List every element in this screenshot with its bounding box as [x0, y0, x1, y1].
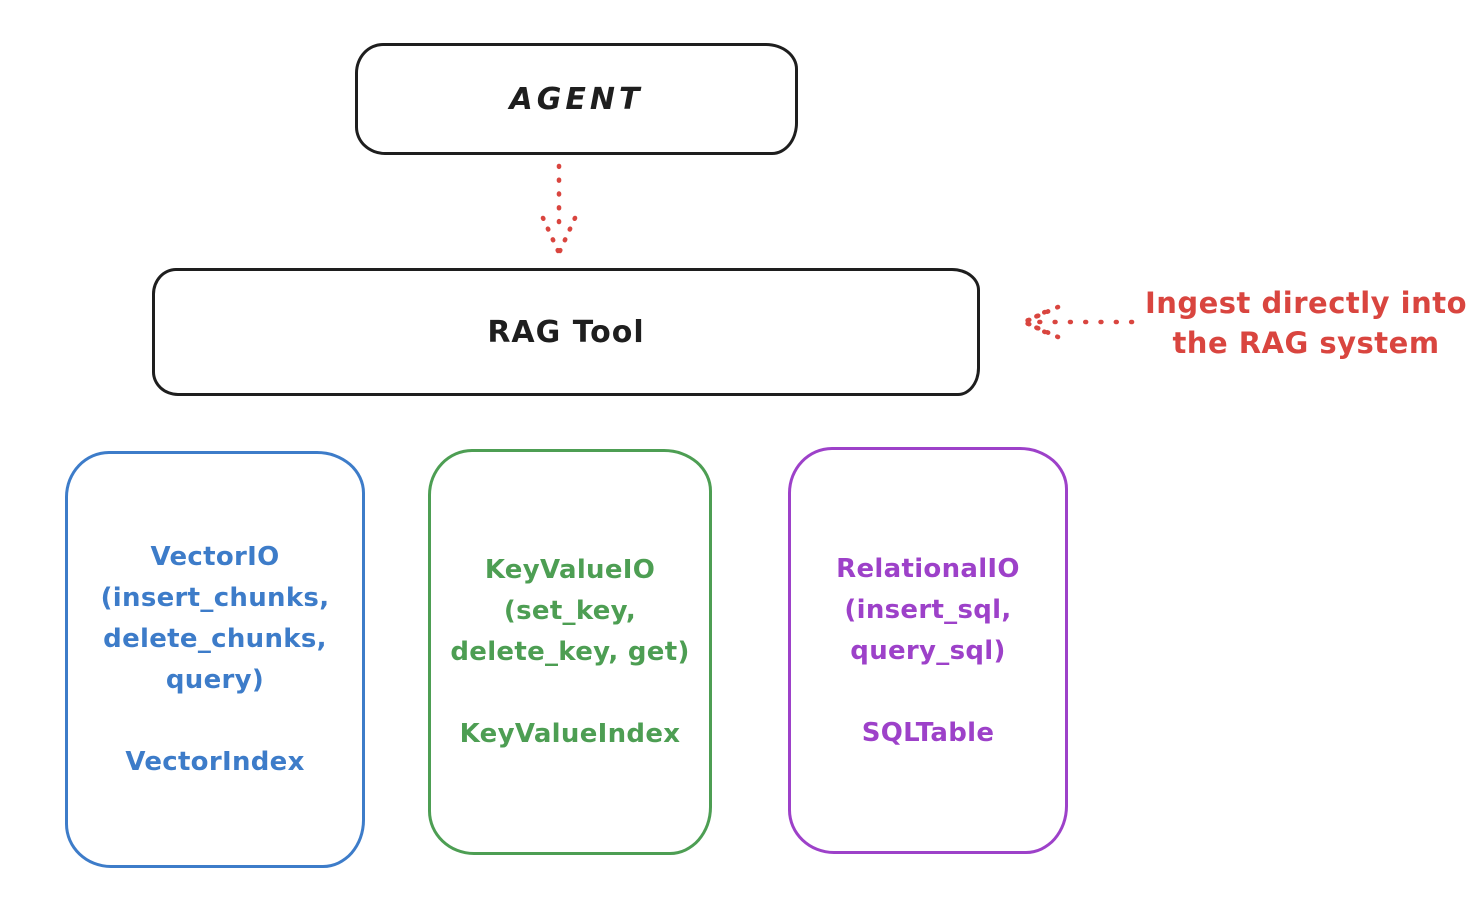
ingest-annotation-line2: the RAG system	[1172, 326, 1440, 360]
store-line: (set_key,	[503, 596, 637, 626]
store-line: (insert_sql,	[844, 594, 1012, 625]
relational-io-box: RelationalIO (insert_sql, query_sql) SQL…	[788, 447, 1068, 854]
store-line: SQLTable	[861, 717, 995, 748]
store-line: RelationalIO	[836, 553, 1020, 584]
store-line: delete_key, get)	[450, 637, 690, 667]
ingest-annotation-line1: Ingest directly into	[1144, 286, 1468, 320]
store-line: delete_chunks,	[103, 624, 327, 654]
store-line: KeyValueIO	[484, 555, 656, 585]
store-line: KeyValueIndex	[459, 719, 681, 749]
rag-tool-node: RAG Tool	[152, 268, 980, 396]
vector-io-box: VectorIO (insert_chunks, delete_chunks, …	[65, 451, 365, 868]
agent-label: AGENT	[509, 81, 644, 117]
ingest-annotation: Ingest directly into the RAG system	[1138, 283, 1474, 363]
store-line: VectorIO	[150, 542, 280, 572]
store-line: VectorIndex	[125, 747, 305, 777]
agent-node: AGENT	[355, 43, 798, 155]
store-line: query_sql)	[850, 635, 1006, 666]
keyvalue-io-box: KeyValueIO (set_key, delete_key, get) Ke…	[428, 449, 712, 855]
store-line: (insert_chunks,	[100, 583, 330, 613]
agent-to-rag-arrow-icon	[540, 163, 578, 256]
rag-tool-label: RAG Tool	[487, 314, 645, 350]
store-line: query)	[165, 665, 265, 695]
ingest-arrow-icon	[1021, 304, 1135, 340]
